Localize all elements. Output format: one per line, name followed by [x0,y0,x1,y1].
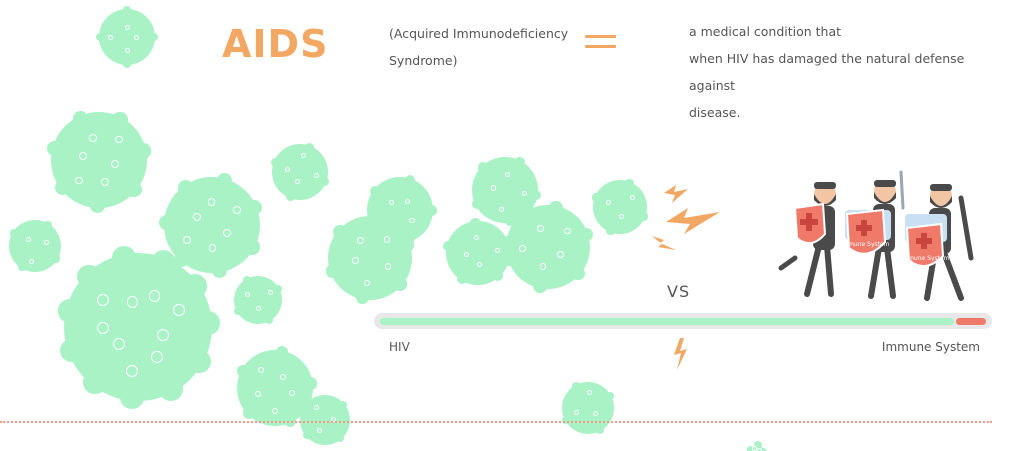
condition-definition: a medical condition that when HIV has da… [689,18,1009,126]
page-title: AIDS [222,22,329,66]
equals-sign-icon [585,35,616,55]
virus-cell-icon [593,180,647,234]
immune-soldier-icon [778,182,836,297]
lightning-bolt-icon [652,236,676,250]
immune-soldier-icon: Immune System [840,170,905,299]
acronym-line: (Acquired Immunodeficiency [389,26,569,41]
immune-system-label: Immune System [881,340,980,354]
acronym-definition: (Acquired Immunodeficiency Syndrome) [389,20,589,74]
hiv-strength-bar [380,318,954,325]
virus-cell-icon [272,144,328,200]
hiv-label: HIV [389,340,410,354]
lightning-bolt-icon [674,338,687,370]
dotted-divider [0,421,992,423]
immune-soldier-icon: Immune System [900,184,974,301]
shield-label: Immune System [840,241,889,248]
virus-cell-icon [9,220,61,272]
definition-line: when HIV has damaged the natural defense… [689,51,965,93]
definition-line: disease. [689,105,741,120]
lightning-bolt-icon [664,185,688,203]
shield-label: Immune System [900,255,949,262]
immune-strength-bar [956,318,986,325]
definition-line: a medical condition that [689,24,842,39]
acronym-line: Syndrome) [389,53,458,68]
versus-label: VS [667,282,691,301]
lightning-bolt-icon [666,208,720,234]
virus-cell-icon [234,276,282,324]
immune-soldiers-illustration: Immune System Immune System [778,170,974,301]
